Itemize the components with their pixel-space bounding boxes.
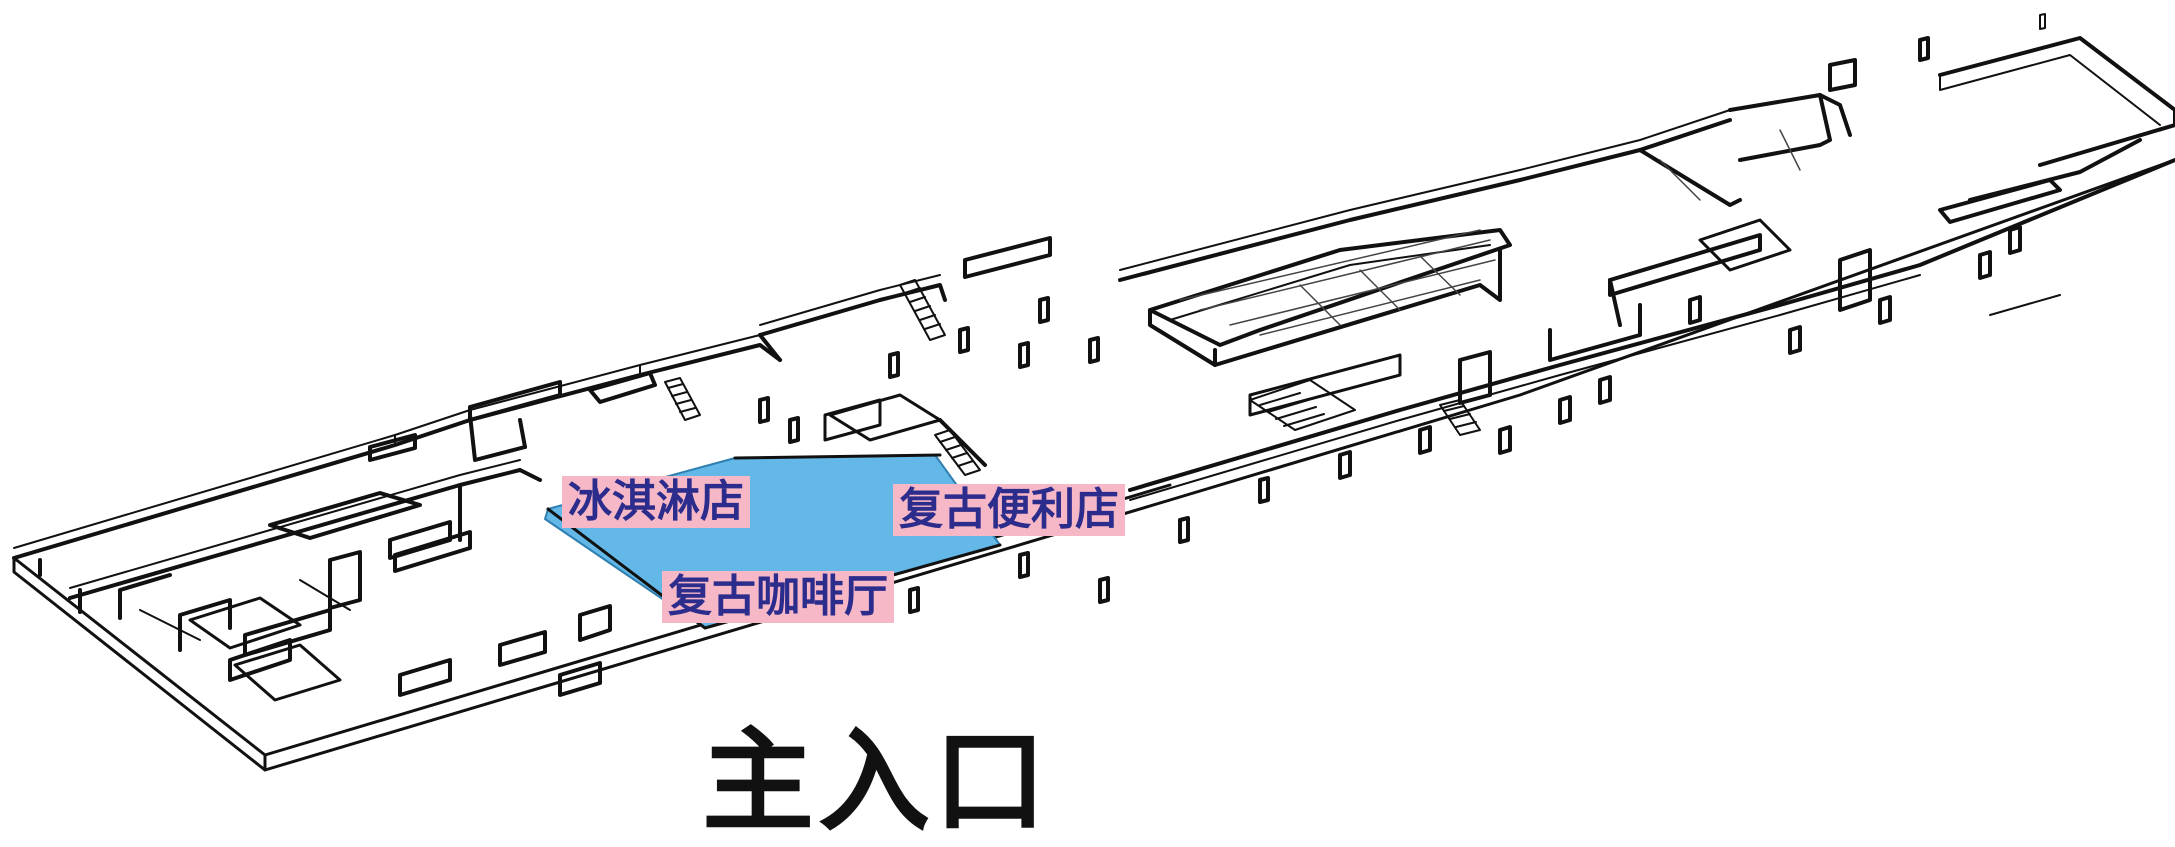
label-retro-convenience-store: 复古便利店 — [893, 484, 1125, 536]
right-wing-walls — [1118, 13, 2175, 501]
label-retro-cafe: 复古咖啡厅 — [662, 571, 894, 623]
label-ice-cream-shop: 冰淇淋店 — [562, 476, 750, 528]
central-walls — [758, 236, 1270, 614]
main-entrance-label: 主入口 — [702, 717, 1050, 847]
left-wing-walls — [12, 334, 782, 702]
staircases — [664, 279, 1481, 476]
roof-grid — [1179, 129, 1801, 336]
